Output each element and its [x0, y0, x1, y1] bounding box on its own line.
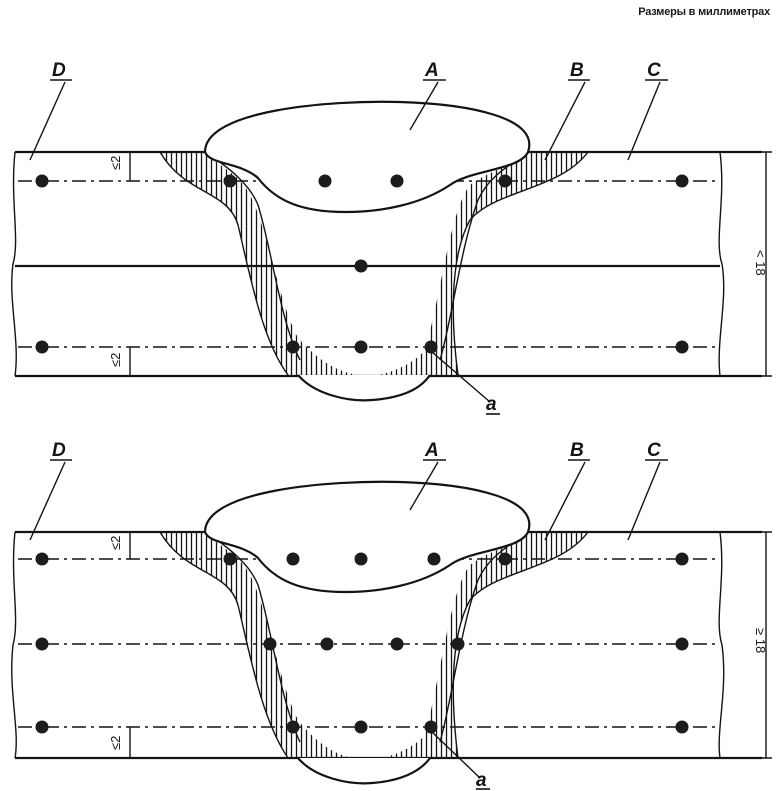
- hardness-point: [498, 552, 512, 566]
- hardness-point: [35, 552, 49, 566]
- thickness-label: ≥ 18: [753, 628, 768, 653]
- hardness-point: [263, 637, 277, 651]
- hardness-point: [35, 637, 49, 651]
- hardness-point: [390, 174, 404, 188]
- label-a: A: [424, 60, 439, 81]
- hardness-point: [424, 340, 438, 354]
- hardness-point: [223, 552, 237, 566]
- hardness-point: [320, 637, 334, 651]
- thickness-label: < 18: [753, 250, 768, 276]
- hardness-point: [354, 259, 368, 273]
- hardness-point: [451, 637, 465, 651]
- hardness-point: [424, 720, 438, 734]
- hardness-point: [675, 637, 689, 651]
- hardness-point: [675, 552, 689, 566]
- hardness-point: [318, 174, 332, 188]
- hardness-point: [354, 552, 368, 566]
- hardness-point: [286, 720, 300, 734]
- units-note: Размеры в миллиметрах: [638, 6, 770, 18]
- heat-affected-zone: [160, 152, 588, 376]
- offset-label-bottom: ≤2: [108, 353, 123, 367]
- hardness-point: [223, 174, 237, 188]
- label-b: B: [570, 440, 584, 461]
- label-small-a: a: [476, 770, 487, 791]
- offset-label-top: ≤2: [108, 156, 123, 170]
- hardness-point: [390, 637, 404, 651]
- label-small-a: a: [486, 394, 497, 415]
- panel-thin-plate: ≤2 ≤2 < 18 D A B C a: [11, 60, 772, 415]
- label-d: D: [52, 60, 66, 81]
- hardness-point: [35, 174, 49, 188]
- hardness-point: [675, 340, 689, 354]
- label-b: B: [570, 60, 584, 81]
- hardness-point: [35, 720, 49, 734]
- panel-thick-plate: ≤2 ≤2 ≥ 18 D A B C a: [11, 440, 772, 791]
- hardness-point: [286, 340, 300, 354]
- hardness-point: [286, 552, 300, 566]
- label-c: C: [647, 440, 661, 461]
- offset-label-top: ≤2: [108, 536, 123, 550]
- hardness-point: [675, 174, 689, 188]
- hardness-point: [354, 720, 368, 734]
- label-d: D: [52, 440, 66, 461]
- offset-label-bottom: ≤2: [108, 736, 123, 750]
- heat-affected-zone: [160, 532, 588, 760]
- label-a: A: [424, 440, 439, 461]
- hardness-point: [498, 174, 512, 188]
- hardness-point: [35, 340, 49, 354]
- hardness-point: [427, 552, 441, 566]
- hardness-point: [675, 720, 689, 734]
- label-c: C: [647, 60, 661, 81]
- hardness-point: [354, 340, 368, 354]
